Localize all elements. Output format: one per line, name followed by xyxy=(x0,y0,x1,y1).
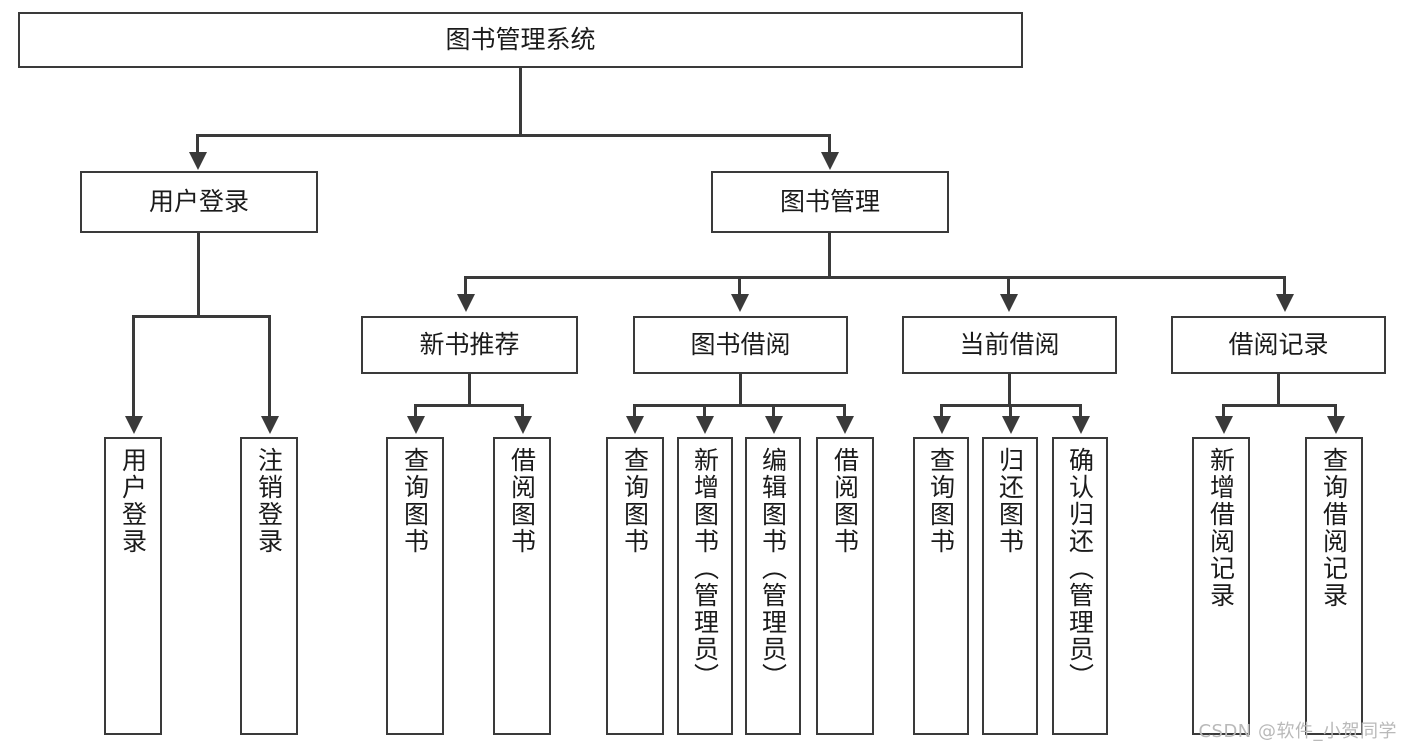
leaf-nbr-query-book[interactable]: 查询图书 xyxy=(386,437,444,735)
node-label: 当前借阅 xyxy=(959,329,1060,359)
node-label: 图书借阅 xyxy=(690,329,791,359)
connector-level3-drop-4 xyxy=(1283,276,1286,298)
node-label: 编辑图书（管理员） xyxy=(758,447,788,690)
connector-level3-drop-3 xyxy=(1007,276,1010,298)
node-label: 归还图书 xyxy=(995,447,1025,555)
node-label: 查询图书 xyxy=(620,447,650,555)
arrow-to-leaf-nbr-borrow-book xyxy=(514,416,532,434)
leaf-user-login[interactable]: 用户登录 xyxy=(104,437,162,735)
connector-bb-drop-2 xyxy=(703,404,706,419)
arrow-to-leaf-bb-query-book xyxy=(626,416,644,434)
leaf-bb-borrow-book[interactable]: 借阅图书 xyxy=(816,437,874,735)
arrow-to-leaf-user-login xyxy=(125,416,143,434)
arrow-to-leaf-nbr-query-book xyxy=(407,416,425,434)
connector-bb-drop-4 xyxy=(843,404,846,419)
node-book-borrow[interactable]: 图书借阅 xyxy=(633,316,848,374)
connector-current-borrow-stem xyxy=(1008,374,1011,407)
node-label: 借阅图书 xyxy=(507,447,537,555)
arrow-to-book-management xyxy=(821,152,839,170)
connector-level2-drop-2 xyxy=(828,134,831,156)
connector-bb-drop-3 xyxy=(772,404,775,419)
leaf-cb-confirm-return[interactable]: 确认归还（管理员） xyxy=(1052,437,1108,735)
node-label: 图书管理 xyxy=(779,186,880,216)
connector-book-management-stem xyxy=(828,233,831,279)
connector-br-drop-1 xyxy=(1222,404,1225,419)
node-label: 查询图书 xyxy=(926,447,956,555)
node-book-management[interactable]: 图书管理 xyxy=(711,171,949,233)
node-label: 用户登录 xyxy=(148,186,249,216)
arrow-to-leaf-br-query-record xyxy=(1327,416,1345,434)
arrow-to-leaf-bb-edit-book xyxy=(765,416,783,434)
node-label: 查询图书 xyxy=(400,447,430,555)
arrow-to-leaf-cb-return-book xyxy=(1002,416,1020,434)
connector-borrow-record-bus xyxy=(1222,404,1337,407)
arrow-to-book-borrow xyxy=(731,294,749,312)
connector-br-drop-2 xyxy=(1334,404,1337,419)
node-label: 新书推荐 xyxy=(419,329,520,359)
arrow-to-leaf-cb-query-book xyxy=(933,416,951,434)
node-borrow-record[interactable]: 借阅记录 xyxy=(1171,316,1386,374)
leaf-cb-return-book[interactable]: 归还图书 xyxy=(982,437,1038,735)
leaf-nbr-borrow-book[interactable]: 借阅图书 xyxy=(493,437,551,735)
leaf-br-query-record[interactable]: 查询借阅记录 xyxy=(1305,437,1363,735)
connector-cb-drop-2 xyxy=(1009,404,1012,419)
connector-borrow-record-stem xyxy=(1277,374,1280,407)
arrow-to-leaf-br-add-record xyxy=(1215,416,1233,434)
node-label: 图书管理系统 xyxy=(445,24,596,54)
node-label: 借阅图书 xyxy=(830,447,860,555)
leaf-bb-query-book[interactable]: 查询图书 xyxy=(606,437,664,735)
leaf-bb-add-book[interactable]: 新增图书（管理员） xyxy=(677,437,733,735)
node-new-book-recommend[interactable]: 新书推荐 xyxy=(361,316,578,374)
node-label: 注销登录 xyxy=(254,447,284,555)
leaf-bb-edit-book[interactable]: 编辑图书（管理员） xyxy=(745,437,801,735)
connector-nbr-drop-1 xyxy=(414,404,417,419)
node-label: 查询借阅记录 xyxy=(1319,447,1349,609)
node-user-login[interactable]: 用户登录 xyxy=(80,171,318,233)
connector-bb-drop-1 xyxy=(633,404,636,419)
connector-nbr-drop-2 xyxy=(521,404,524,419)
connector-new-book-recommend-bus xyxy=(414,404,524,407)
connector-book-borrow-stem xyxy=(739,374,742,407)
connector-level2-bus xyxy=(196,134,831,137)
arrow-to-user-login xyxy=(189,152,207,170)
arrow-to-current-borrow xyxy=(1000,294,1018,312)
leaf-br-add-record[interactable]: 新增借阅记录 xyxy=(1192,437,1250,735)
arrow-to-leaf-bb-borrow-book xyxy=(836,416,854,434)
arrow-to-leaf-bb-add-book xyxy=(696,416,714,434)
connector-user-login-bus xyxy=(132,315,270,318)
connector-level2-drop-1 xyxy=(196,134,199,156)
connector-user-login-drop-1 xyxy=(132,315,135,419)
node-current-borrow[interactable]: 当前借阅 xyxy=(902,316,1117,374)
leaf-logout[interactable]: 注销登录 xyxy=(240,437,298,735)
leaf-cb-query-book[interactable]: 查询图书 xyxy=(913,437,969,735)
connector-cb-drop-1 xyxy=(940,404,943,419)
connector-book-borrow-bus xyxy=(633,404,846,407)
connector-new-book-recommend-stem xyxy=(468,374,471,407)
node-label: 确认归还（管理员） xyxy=(1065,447,1095,690)
connector-root-stem xyxy=(519,68,522,136)
arrow-to-leaf-logout xyxy=(261,416,279,434)
connector-user-login-drop-2 xyxy=(268,315,271,419)
arrow-to-new-book-recommend xyxy=(457,294,475,312)
arrow-to-borrow-record xyxy=(1276,294,1294,312)
node-root-book-management-system[interactable]: 图书管理系统 xyxy=(18,12,1023,68)
node-label: 新增图书（管理员） xyxy=(690,447,720,690)
node-label: 借阅记录 xyxy=(1228,329,1329,359)
connector-cb-drop-3 xyxy=(1079,404,1082,419)
arrow-to-leaf-cb-confirm-return xyxy=(1072,416,1090,434)
connector-level3-drop-1 xyxy=(464,276,467,298)
connector-user-login-stem xyxy=(197,233,200,317)
node-label: 新增借阅记录 xyxy=(1206,447,1236,609)
connector-level3-bus xyxy=(464,276,1286,279)
connector-level3-drop-2 xyxy=(738,276,741,298)
node-label: 用户登录 xyxy=(118,447,148,555)
